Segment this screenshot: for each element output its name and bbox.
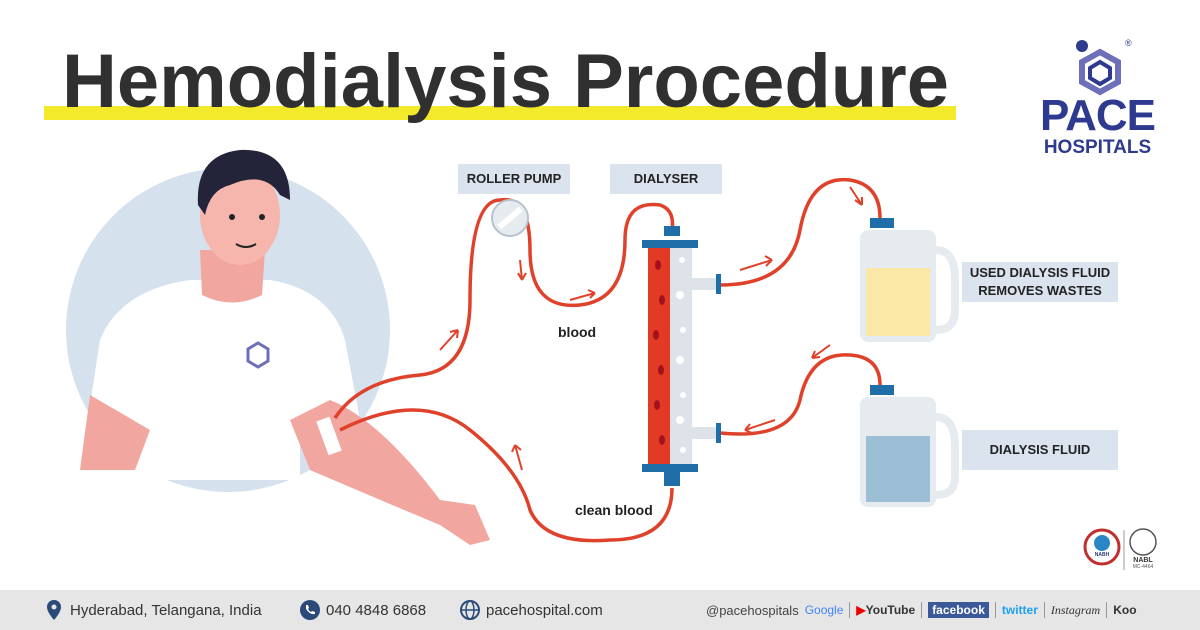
social-handle: @pacehospitals <box>706 602 799 618</box>
label-dialysis-fluid: DIALYSIS FLUID <box>962 430 1118 470</box>
footer: Hyderabad, Telangana, India 040 4848 686… <box>0 590 1200 630</box>
globe-icon <box>460 600 480 620</box>
twitter-link[interactable]: twitter <box>1001 603 1038 617</box>
location-text: Hyderabad, Telangana, India <box>70 601 262 619</box>
separator <box>994 602 996 618</box>
footer-website[interactable]: pacehospital.com <box>460 600 603 620</box>
label-clean-blood: clean blood <box>575 502 653 518</box>
location-pin-icon <box>44 600 64 620</box>
fresh-fluid-jug <box>860 385 959 507</box>
blood-tubes <box>333 177 882 543</box>
google-link[interactable]: Google <box>804 603 844 617</box>
shirt-logo-icon <box>246 341 270 369</box>
label-used-fluid: USED DIALYSIS FLUID REMOVES WASTES <box>962 262 1118 302</box>
separator <box>921 602 923 618</box>
separator <box>1106 602 1108 618</box>
youtube-label: YouTube <box>865 603 916 617</box>
footer-location: Hyderabad, Telangana, India <box>44 600 262 620</box>
pace-logo: ® PACE HOSPITALS <box>1030 38 1165 158</box>
separator <box>849 602 851 618</box>
facebook-link[interactable]: facebook <box>928 602 989 618</box>
website-text: pacehospital.com <box>486 601 603 619</box>
label-dialyser: DIALYSER <box>610 164 722 194</box>
youtube-icon: ▶ <box>856 603 866 617</box>
page-title: Hemodialysis Procedure <box>62 39 950 124</box>
nabl-code-text: MC-4464 <box>1132 564 1154 570</box>
separator <box>1043 602 1045 618</box>
nabl-badge-icon <box>1129 528 1157 556</box>
logo-pace: PACE <box>1040 91 1156 140</box>
flow-arrows <box>439 186 863 471</box>
footer-phone[interactable]: 040 4848 6868 <box>300 600 426 620</box>
phone-icon <box>300 600 320 620</box>
nabh-badge-icon <box>1083 528 1121 566</box>
nabl-text: NABL <box>1133 557 1153 564</box>
dialyser-column <box>642 226 721 486</box>
youtube-link[interactable]: ▶YouTube <box>856 603 915 617</box>
phone-text: 040 4848 6868 <box>326 601 427 619</box>
title-highlight <box>44 106 956 120</box>
used-fluid-jug <box>860 218 959 342</box>
nabh-text: NABH <box>1094 552 1110 558</box>
social-links: @pacehospitals Google ▶YouTube facebook … <box>706 602 1137 618</box>
koo-link[interactable]: Koo <box>1113 603 1137 617</box>
label-roller-pump: ROLLER PUMP <box>458 164 570 194</box>
hemodialysis-illustration <box>66 149 1157 570</box>
patient-figure <box>80 149 490 545</box>
label-blood: blood <box>558 324 597 340</box>
logo-hospitals: HOSPITALS <box>1043 137 1152 158</box>
registered-mark: ® <box>1125 38 1132 48</box>
instagram-link[interactable]: Instagram <box>1050 602 1101 617</box>
logo-mark-icon <box>1076 40 1121 96</box>
